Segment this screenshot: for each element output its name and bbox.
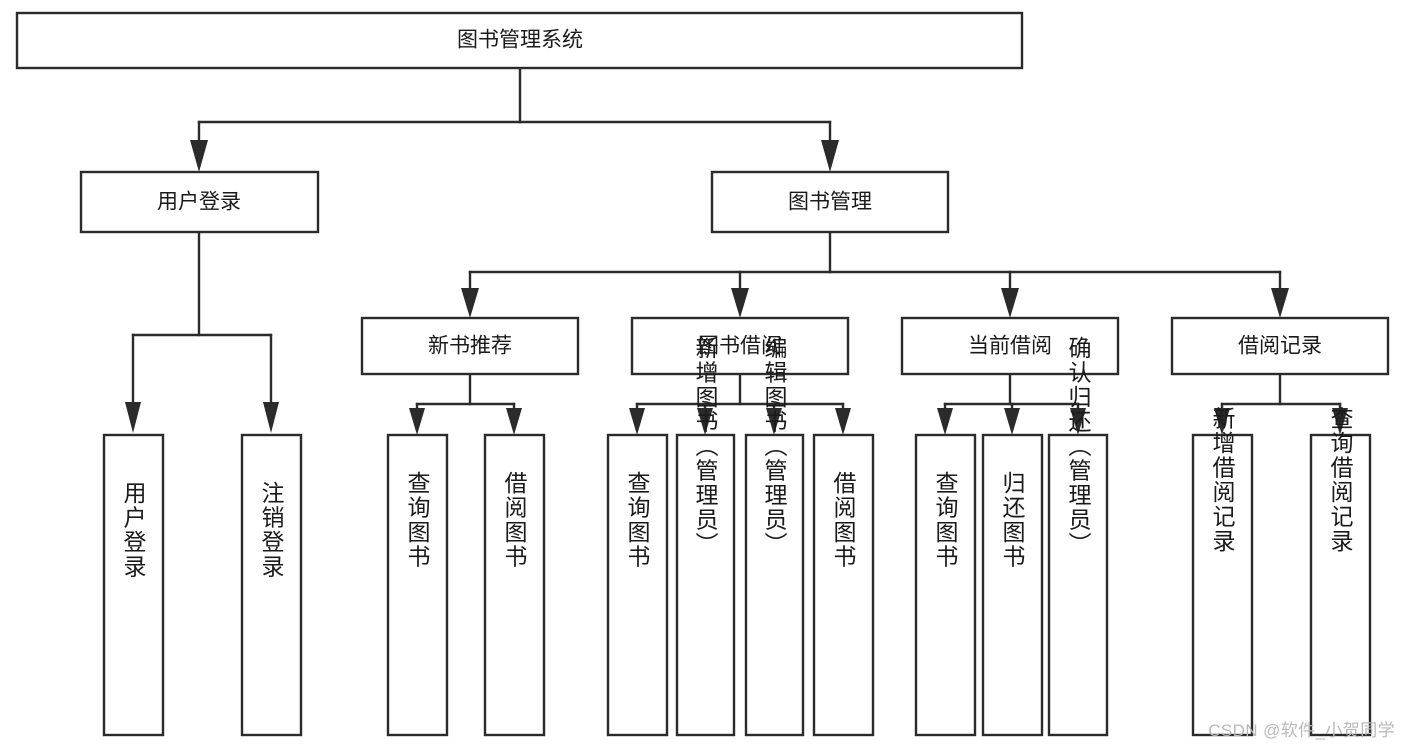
node-borrow-record-label: 借阅记录 — [1238, 335, 1322, 358]
node-borrow-record[interactable]: 借阅记录 — [1170, 316, 1390, 376]
arrow-leaf-confirm-return — [1070, 408, 1086, 435]
node-leaf-logout-login[interactable]: 注销登录 — [240, 433, 303, 737]
node-leaf-return-book[interactable]: 归还图书 — [981, 433, 1044, 737]
node-leaf-query-book-3-label: 查询图书 — [932, 471, 959, 569]
arrow-leaf-edit-book — [766, 408, 782, 435]
node-book-borrow-label: 图书借阅 — [698, 335, 782, 358]
node-leaf-logout-login-label: 注销登录 — [258, 481, 285, 579]
node-leaf-query-book-3[interactable]: 查询图书 — [914, 433, 977, 737]
node-leaf-add-book[interactable]: 新增图书（管理员） — [675, 336, 736, 737]
arrow-leaf-add-book — [697, 408, 713, 435]
node-leaf-borrow-book-2-label: 借阅图书 — [830, 471, 857, 569]
connector-group-user-login — [125, 230, 279, 433]
node-leaf-add-book-box[interactable] — [675, 433, 736, 737]
node-leaf-query-record-label: 查询借阅记录 — [1327, 407, 1354, 554]
arrow-leaf-user-login — [125, 402, 141, 433]
node-book-management-box[interactable] — [710, 170, 950, 234]
csdn-watermark: CSDN @软件_小贺同学 — [1208, 721, 1395, 740]
node-current-borrow[interactable]: 当前借阅 — [900, 316, 1120, 376]
node-leaf-query-book-2-label: 查询图书 — [624, 471, 651, 569]
arrow-leaf-return-book — [1004, 408, 1020, 435]
node-book-management-label: 图书管理 — [788, 191, 872, 214]
node-leaf-add-record[interactable]: 新增借阅记录 — [1191, 407, 1254, 737]
node-leaf-confirm-return-box[interactable] — [1047, 433, 1109, 737]
node-leaf-confirm-return[interactable]: 确认归还（管理员） — [1047, 336, 1109, 737]
node-borrow-record-box[interactable] — [1170, 316, 1390, 376]
node-leaf-add-record-label: 新增借阅记录 — [1209, 407, 1236, 554]
node-book-borrow[interactable]: 图书借阅 — [630, 316, 850, 376]
node-root-box[interactable] — [15, 11, 1024, 70]
node-leaf-borrow-book-1-label: 借阅图书 — [501, 471, 528, 569]
node-book-borrow-box[interactable] — [630, 316, 850, 376]
arrow-book-borrow — [731, 288, 749, 318]
arrow-leaf-add-record — [1214, 408, 1230, 435]
arrow-book-management — [821, 140, 839, 172]
arrow-leaf-query-book-3 — [937, 408, 953, 435]
node-book-management[interactable]: 图书管理 — [710, 170, 950, 234]
node-current-borrow-label: 当前借阅 — [968, 335, 1052, 358]
node-leaf-user-login-box[interactable] — [102, 433, 165, 737]
node-leaf-return-book-label: 归还图书 — [999, 471, 1026, 569]
arrow-leaf-logout-login — [263, 402, 279, 433]
node-leaf-borrow-book-1[interactable]: 借阅图书 — [483, 433, 546, 737]
arrow-leaf-borrow-book-2 — [835, 408, 851, 435]
node-leaf-logout-login-box[interactable] — [240, 433, 303, 737]
node-leaf-confirm-return-label: 确认归还（管理员） — [1065, 336, 1092, 557]
node-leaf-query-record[interactable]: 查询借阅记录 — [1309, 407, 1372, 737]
arrow-leaf-query-book-1 — [409, 408, 425, 435]
arrow-user-login — [190, 140, 208, 172]
node-leaf-query-book-2[interactable]: 查询图书 — [606, 433, 669, 737]
node-user-login[interactable]: 用户登录 — [79, 170, 320, 234]
node-leaf-edit-book-box[interactable] — [744, 433, 805, 737]
node-leaf-edit-book[interactable]: 编辑图书（管理员） — [744, 336, 805, 737]
node-leaf-query-book-1-label: 查询图书 — [404, 471, 431, 569]
connector-group-book-borrow — [629, 372, 851, 435]
node-leaf-query-record-box[interactable] — [1309, 433, 1372, 737]
connector-group-new-book-recommend — [409, 372, 522, 435]
arrow-new-book-recommend — [461, 288, 479, 318]
node-leaf-query-book-1[interactable]: 查询图书 — [386, 433, 449, 737]
node-leaf-user-login-label: 用户登录 — [120, 481, 147, 579]
arrow-borrow-record — [1271, 288, 1289, 318]
node-leaf-borrow-book-2[interactable]: 借阅图书 — [812, 433, 875, 737]
node-leaf-user-login[interactable]: 用户登录 — [102, 433, 165, 737]
arrow-leaf-query-book-2 — [629, 408, 645, 435]
node-new-book-recommend-box[interactable] — [360, 316, 580, 376]
node-leaf-borrow-book-1-box[interactable] — [483, 433, 546, 737]
connector-group-root — [190, 66, 839, 172]
connector-group-borrow-record — [1214, 372, 1348, 435]
node-new-book-recommend-label: 新书推荐 — [428, 335, 512, 358]
node-leaf-edit-book-label: 编辑图书（管理员） — [761, 336, 788, 557]
connector-group-book-management — [461, 230, 1289, 318]
node-leaf-query-book-2-box[interactable] — [606, 433, 669, 737]
node-root[interactable]: 图书管理系统 — [15, 11, 1024, 70]
node-leaf-borrow-book-2-box[interactable] — [812, 433, 875, 737]
node-leaf-query-book-3-box[interactable] — [914, 433, 977, 737]
node-current-borrow-box[interactable] — [900, 316, 1120, 376]
node-user-login-box[interactable] — [79, 170, 320, 234]
node-leaf-add-record-box[interactable] — [1191, 433, 1254, 737]
node-root-label: 图书管理系统 — [457, 29, 583, 52]
node-leaf-query-book-1-box[interactable] — [386, 433, 449, 737]
node-leaf-add-book-label: 新增图书（管理员） — [692, 336, 719, 557]
arrow-leaf-borrow-book-1 — [506, 408, 522, 435]
node-user-login-label: 用户登录 — [157, 191, 241, 214]
node-new-book-recommend[interactable]: 新书推荐 — [360, 316, 580, 376]
connector-group-current-borrow — [937, 372, 1086, 435]
arrow-leaf-query-record — [1332, 408, 1348, 435]
node-leaf-return-book-box[interactable] — [981, 433, 1044, 737]
arrow-current-borrow — [1001, 288, 1019, 318]
